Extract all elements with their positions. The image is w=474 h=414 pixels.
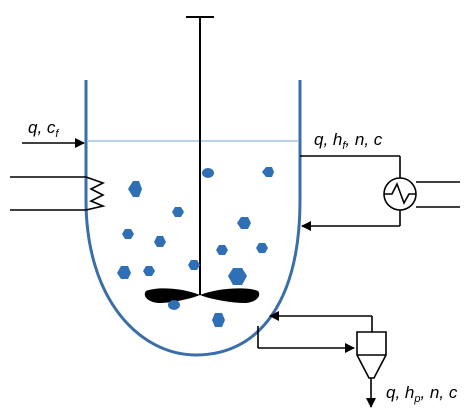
crystal	[122, 229, 134, 239]
crystal	[154, 236, 166, 247]
crystal	[172, 207, 184, 217]
impeller-icon	[144, 288, 260, 303]
crystal	[128, 181, 142, 197]
crystal	[237, 217, 251, 229]
crystal	[228, 268, 247, 285]
cooling-jacket-icon	[10, 176, 106, 211]
crystal	[216, 245, 228, 255]
crystals	[117, 167, 274, 327]
crystal	[188, 260, 200, 270]
crystal	[202, 168, 214, 178]
crystal	[168, 300, 180, 310]
crystal	[117, 266, 131, 279]
recycle-loop	[300, 155, 401, 231]
product-loop	[257, 311, 373, 353]
classifier-icon	[356, 331, 387, 379]
recycle-label: q, hf, n, c	[314, 130, 383, 152]
feed-label: q, cf	[28, 118, 59, 140]
crystal	[143, 266, 155, 276]
product-label: q, hp, n, c	[386, 383, 458, 405]
crystal	[212, 313, 225, 327]
crystal	[262, 167, 274, 177]
vessel-wall	[84, 80, 302, 357]
heat-exchanger-icon	[383, 177, 460, 211]
crystal	[256, 243, 268, 253]
